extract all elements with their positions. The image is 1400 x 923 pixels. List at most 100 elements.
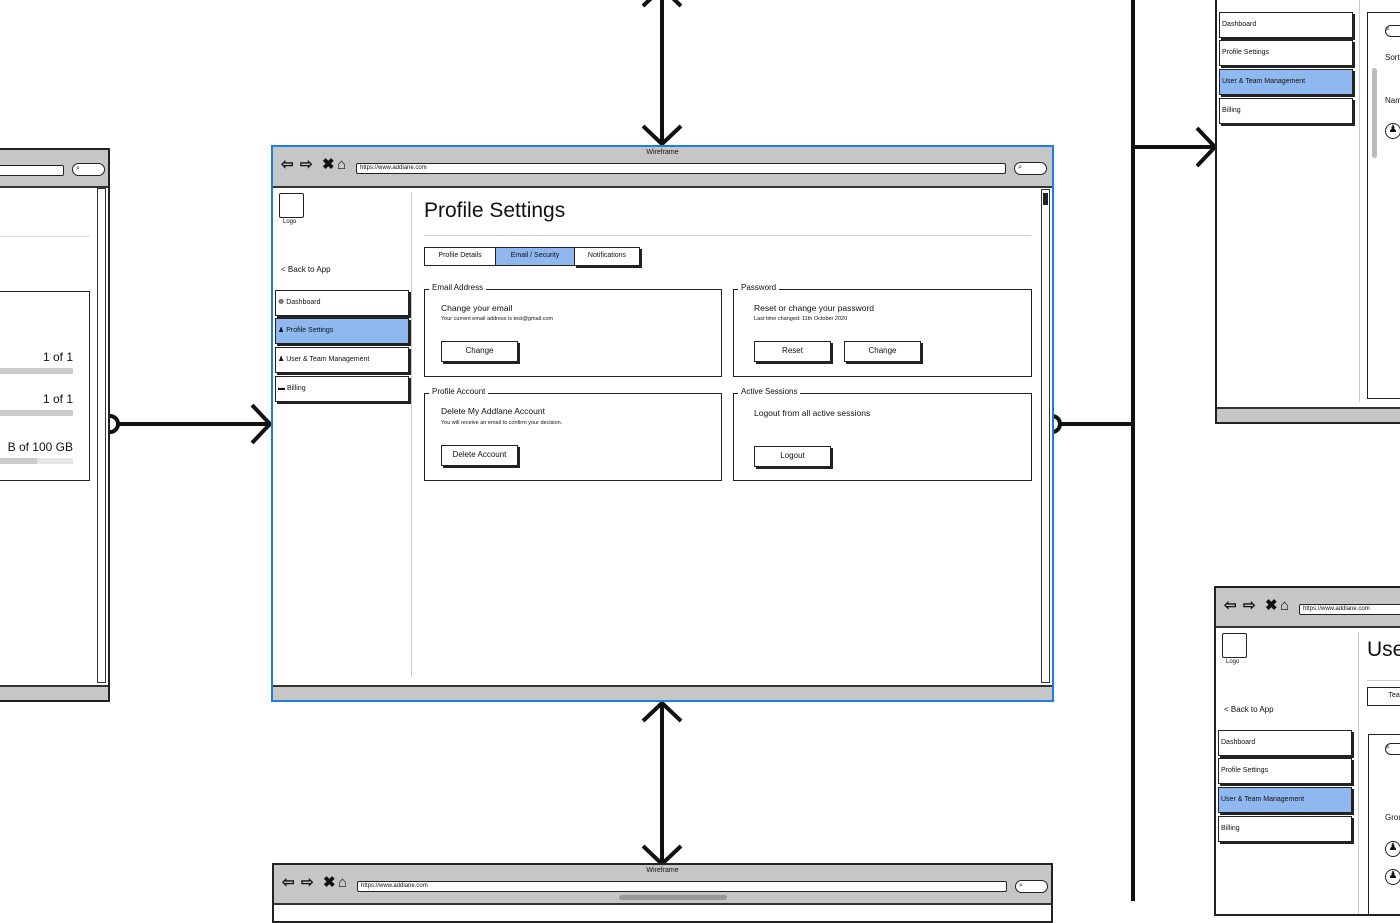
forward-arrow-icon[interactable]: ⇨ — [300, 156, 313, 173]
group-label: Grou — [1385, 813, 1400, 822]
storage-bar — [0, 458, 73, 464]
active-sessions-panel: Active Sessions Logout from all active s… — [733, 387, 1032, 481]
title-divider — [424, 235, 1031, 236]
usage-value: 1 of 1 — [42, 350, 73, 364]
usage-panel: 1 of 1 1 of 1 B of 100 GB — [0, 291, 90, 481]
sidebar-item-billing[interactable]: ▬ Billing — [275, 376, 409, 402]
close-x-icon[interactable]: ✖ — [323, 874, 336, 891]
sidebar-item-dashboard[interactable]: Dashboard — [1218, 730, 1352, 756]
left-wireframe-window[interactable]: ⌕ 1 of 1 1 of 1 B of 100 GB — [0, 148, 110, 702]
close-x-icon[interactable]: ✖ — [322, 156, 335, 173]
logo-placeholder — [279, 193, 304, 218]
storage-value: B of 100 GB — [7, 440, 73, 454]
sidebar-item-user-team-management[interactable]: User & Team Management — [1219, 69, 1353, 95]
panel-heading: Change your email — [441, 303, 513, 313]
search-input[interactable]: ⌕ — [1385, 743, 1400, 755]
url-bar[interactable]: https://www.addlane.com — [357, 881, 1007, 892]
status-bar — [1217, 407, 1400, 422]
sidebar-item-billing[interactable]: Billing — [1219, 98, 1353, 124]
sidebar-item-dashboard[interactable]: ☸ Dashboard — [275, 290, 409, 316]
panel-subtext: Your current email address is test@gmail… — [441, 316, 554, 322]
password-panel: Password Reset or change your password L… — [733, 283, 1032, 377]
title-divider — [1367, 680, 1400, 681]
url-bar[interactable] — [0, 165, 64, 176]
avatar-icon: ♟ — [1385, 841, 1400, 857]
home-icon[interactable]: ⌂ — [338, 874, 348, 891]
forward-arrow-icon[interactable]: ⇨ — [301, 874, 314, 891]
chevron-left-icon: < — [281, 265, 288, 274]
dashboard-icon: ☸ — [278, 299, 285, 306]
sidebar-item-profile-settings[interactable]: ♟ Profile Settings — [275, 318, 409, 344]
forward-arrow-icon[interactable]: ⇨ — [1243, 597, 1256, 614]
logo-label: Logo — [283, 219, 297, 225]
back-to-app-link[interactable]: < Back to App — [281, 265, 331, 274]
logo-label: Logo — [1226, 659, 1240, 665]
horizontal-scrollbar[interactable] — [619, 895, 727, 900]
url-bar[interactable]: https://www.addlane.com — [1299, 604, 1400, 615]
scrollbar[interactable] — [1372, 68, 1377, 158]
back-to-app-link[interactable]: < Back to App — [1224, 705, 1274, 714]
usage-value: 1 of 1 — [42, 392, 73, 406]
search-pill[interactable]: ⌕ — [72, 163, 105, 176]
sidebar-item-profile-settings[interactable]: Profile Settings — [1218, 758, 1352, 784]
tab-team[interactable]: Team — [1367, 687, 1400, 706]
users-icon: ♟ — [278, 356, 285, 363]
arrowhead-right-icon — [250, 403, 273, 445]
back-arrow-icon[interactable]: ⇦ — [282, 874, 295, 891]
change-password-button[interactable]: Change — [844, 341, 921, 362]
avatar-icon: ♟ — [1385, 869, 1400, 885]
url-bar[interactable]: https://www.addlane.com — [356, 163, 1006, 174]
bottom-wireframe-window[interactable]: Wireframe ⇦ ⇨ ✖ ⌂ https://www.addlane.co… — [272, 863, 1053, 923]
tab-notifications[interactable]: Notifications — [574, 247, 640, 266]
credit-card-icon: ▬ — [278, 385, 285, 392]
back-arrow-icon[interactable]: ⇦ — [281, 156, 294, 173]
window-title: Wireframe — [646, 867, 679, 874]
user-icon: ♟ — [278, 327, 285, 334]
logo-placeholder — [1222, 633, 1247, 658]
usage-bar — [0, 410, 73, 416]
reset-password-button[interactable]: Reset — [754, 341, 831, 362]
profile-account-panel: Profile Account Delete My Addlane Accoun… — [424, 387, 722, 481]
list-panel: ⌕ Grou ♟ ♟ — [1368, 734, 1400, 914]
close-x-icon[interactable]: ✖ — [1265, 597, 1278, 614]
list-panel: ⌕ Sort Nam ♟ — [1367, 12, 1400, 399]
right-bottom-wireframe-window[interactable]: ⇦ ⇨ ✖ ⌂ https://www.addlane.com Logo < B… — [1214, 586, 1400, 916]
tab-bar: Profile Details Email / Security Notific… — [424, 247, 640, 266]
home-icon[interactable]: ⌂ — [337, 156, 347, 173]
delete-account-button[interactable]: Delete Account — [441, 445, 518, 466]
logout-button[interactable]: Logout — [754, 446, 831, 467]
change-email-button[interactable]: Change — [441, 341, 518, 362]
panel-heading: Delete My Addlane Account — [441, 406, 545, 416]
panel-heading: Reset or change your password — [754, 303, 875, 313]
home-icon[interactable]: ⌂ — [1280, 597, 1290, 614]
scrollbar[interactable] — [97, 188, 106, 683]
arrowhead-up-top-icon — [641, 0, 683, 8]
search-input[interactable]: ⌕ — [1385, 25, 1400, 37]
sidebar-item-dashboard[interactable]: Dashboard — [1219, 12, 1353, 38]
sidebar-item-profile-settings[interactable]: Profile Settings — [1219, 40, 1353, 66]
sidebar-item-user-team-management[interactable]: User & Team Management — [1218, 787, 1352, 813]
page-title: Profile Settings — [424, 199, 566, 222]
main-wireframe-window[interactable]: Wireframe ⇦ ⇨ ✖ ⌂ https://www.addlane.co… — [271, 145, 1054, 702]
sidebar-divider — [1358, 632, 1359, 914]
email-address-panel: Email Address Change your email Your cur… — [424, 283, 722, 377]
tab-email-security[interactable]: Email / Security — [495, 247, 575, 266]
avatar-icon: ♟ — [1385, 123, 1400, 139]
panel-legend: Password — [738, 283, 780, 292]
search-pill[interactable]: ⌕ — [1014, 162, 1047, 175]
back-arrow-icon[interactable]: ⇦ — [1224, 597, 1237, 614]
panel-legend: Profile Account — [429, 387, 489, 396]
panel-heading: Logout from all active sessions — [754, 408, 871, 418]
sort-label: Sort — [1385, 53, 1400, 62]
arrowhead-up-icon — [641, 700, 683, 723]
divider — [0, 236, 90, 237]
sidebar-item-user-team-management[interactable]: ♟ User & Team Management — [275, 347, 409, 373]
right-top-wireframe-window[interactable]: Dashboard Profile Settings User & Team M… — [1215, 0, 1400, 424]
tab-profile-details[interactable]: Profile Details — [424, 247, 496, 266]
status-bar — [0, 685, 108, 700]
sidebar-item-billing[interactable]: Billing — [1218, 816, 1352, 842]
page-title: Use — [1367, 638, 1400, 661]
search-pill[interactable]: ⌕ — [1015, 880, 1048, 893]
window-title: Wireframe — [646, 149, 679, 156]
scrollbar[interactable] — [1041, 189, 1050, 683]
